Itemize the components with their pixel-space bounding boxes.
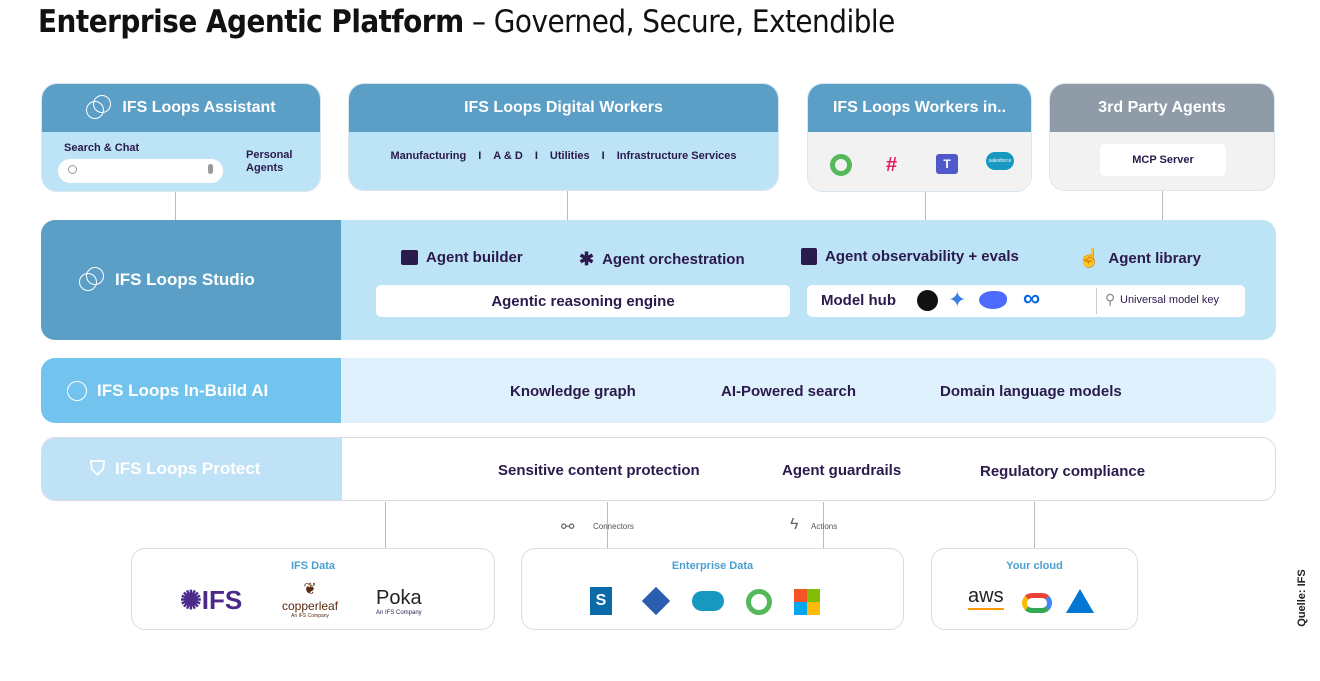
workers-in-card: IFS Loops Workers in.. # T salesforce — [807, 83, 1032, 192]
puzzle-icon: ✱ — [579, 249, 595, 269]
assistant-title: IFS Loops Assistant — [122, 99, 276, 116]
assistant-card: IFS Loops Assistant Search & Chat Person… — [41, 83, 321, 192]
search-icon — [67, 380, 87, 401]
reasoning-engine: Agentic reasoning engine — [376, 285, 790, 317]
ifs-data-title: IFS Data — [290, 560, 335, 572]
separator: I — [601, 150, 605, 162]
cloud-title: Your cloud — [1006, 560, 1063, 572]
workers-in-title: IFS Loops Workers in.. — [808, 84, 1031, 132]
digital-workers-title: IFS Loops Digital Workers — [349, 84, 778, 132]
loops-logo-icon — [86, 95, 112, 121]
cloud-card: Your cloud aws — [931, 548, 1138, 630]
industry-item: A & D — [493, 150, 523, 162]
jira-icon — [641, 586, 671, 616]
domain-models: Domain language models — [940, 383, 1122, 400]
industry-item: Manufacturing — [390, 150, 467, 162]
universal-model-key: Universal model key — [1120, 294, 1220, 306]
agent-builder: Agent builder — [401, 249, 523, 266]
microphone-icon[interactable] — [208, 164, 213, 174]
protect-row: ⛉ IFS Loops Protect Sensitive content pro… — [41, 437, 1276, 501]
connectors-label: Connectors — [593, 522, 634, 531]
sharepoint-icon: S — [590, 587, 612, 615]
slack-icon: # — [886, 154, 898, 176]
page-title: Enterprise Agentic Platform – Governed, … — [38, 4, 895, 40]
salesforce-icon: salesforce — [986, 152, 1014, 170]
separator: I — [534, 150, 538, 162]
loops-logo-icon — [79, 267, 105, 293]
link-icon: ⚯ — [561, 519, 575, 536]
aws-logo: aws — [968, 585, 1004, 610]
search-icon — [68, 165, 77, 174]
third-party-title: 3rd Party Agents — [1050, 84, 1274, 132]
teams-icon: T — [936, 154, 958, 174]
deepseek-icon — [979, 291, 1007, 309]
qlik-icon — [830, 154, 852, 176]
knowledge-graph: Knowledge graph — [510, 383, 636, 400]
key-icon: ⚲ — [1105, 291, 1116, 307]
search-label: Search & Chat — [64, 142, 140, 154]
model-hub: Model hub ✦ ∞ ⚲ Universal model key — [807, 285, 1245, 317]
agent-orchestration: ✱Agent orchestration — [579, 249, 745, 269]
inbuild-title: IFS Loops In-Build AI — [97, 380, 269, 400]
inbuild-row: IFS Loops In-Build AI Knowledge graph AI… — [41, 358, 1276, 423]
content-protection: Sensitive content protection — [498, 462, 700, 479]
model-hub-label: Model hub — [821, 292, 896, 309]
industry-item: Utilities — [549, 150, 590, 162]
agent-library: ☝Agent library — [1078, 248, 1201, 268]
ifs-logo: ✺IFS — [180, 585, 243, 615]
digital-workers-card: IFS Loops Digital Workers Manufacturing I… — [348, 83, 779, 191]
protect-title: IFS Loops Protect — [115, 459, 261, 478]
divider — [1096, 288, 1097, 314]
agent-observability: Agent observability + evals — [801, 248, 1019, 265]
builder-icon — [401, 250, 418, 265]
salesforce-icon — [692, 591, 724, 611]
meta-icon: ∞ — [1023, 285, 1041, 312]
third-party-card: 3rd Party Agents MCP Server — [1049, 83, 1275, 191]
agent-guardrails: Agent guardrails — [782, 462, 902, 479]
industry-item: Infrastructure Services — [616, 150, 737, 162]
search-input[interactable] — [58, 159, 223, 183]
studio-row: IFS Loops Studio Agent builder ✱Agent or… — [41, 220, 1276, 340]
lightning-icon: ϟ — [790, 516, 799, 533]
observability-icon — [801, 248, 817, 265]
openai-icon — [917, 290, 938, 311]
personal-agents[interactable]: Personal Agents — [246, 149, 293, 174]
regulatory-compliance: Regulatory compliance — [980, 463, 1146, 480]
mcp-server[interactable]: MCP Server — [1100, 144, 1226, 176]
source-credit: Quelle: IFS — [1296, 569, 1308, 627]
microsoft-icon — [794, 589, 820, 615]
ai-search: AI-Powered search — [721, 383, 857, 400]
qlik-icon — [746, 589, 772, 615]
studio-title: IFS Loops Studio — [115, 270, 255, 289]
hand-pointer-icon: ☝ — [1078, 248, 1101, 268]
separator: I — [478, 150, 482, 162]
shield-icon: ⛉ — [90, 457, 105, 480]
enterprise-data-title: Enterprise Data — [671, 560, 754, 572]
actions-label: Actions — [811, 522, 838, 531]
enterprise-data-card: Enterprise Data S — [521, 548, 904, 630]
gemini-icon: ✦ — [948, 287, 967, 312]
azure-icon — [1066, 589, 1094, 613]
google-cloud-icon — [1022, 593, 1052, 613]
